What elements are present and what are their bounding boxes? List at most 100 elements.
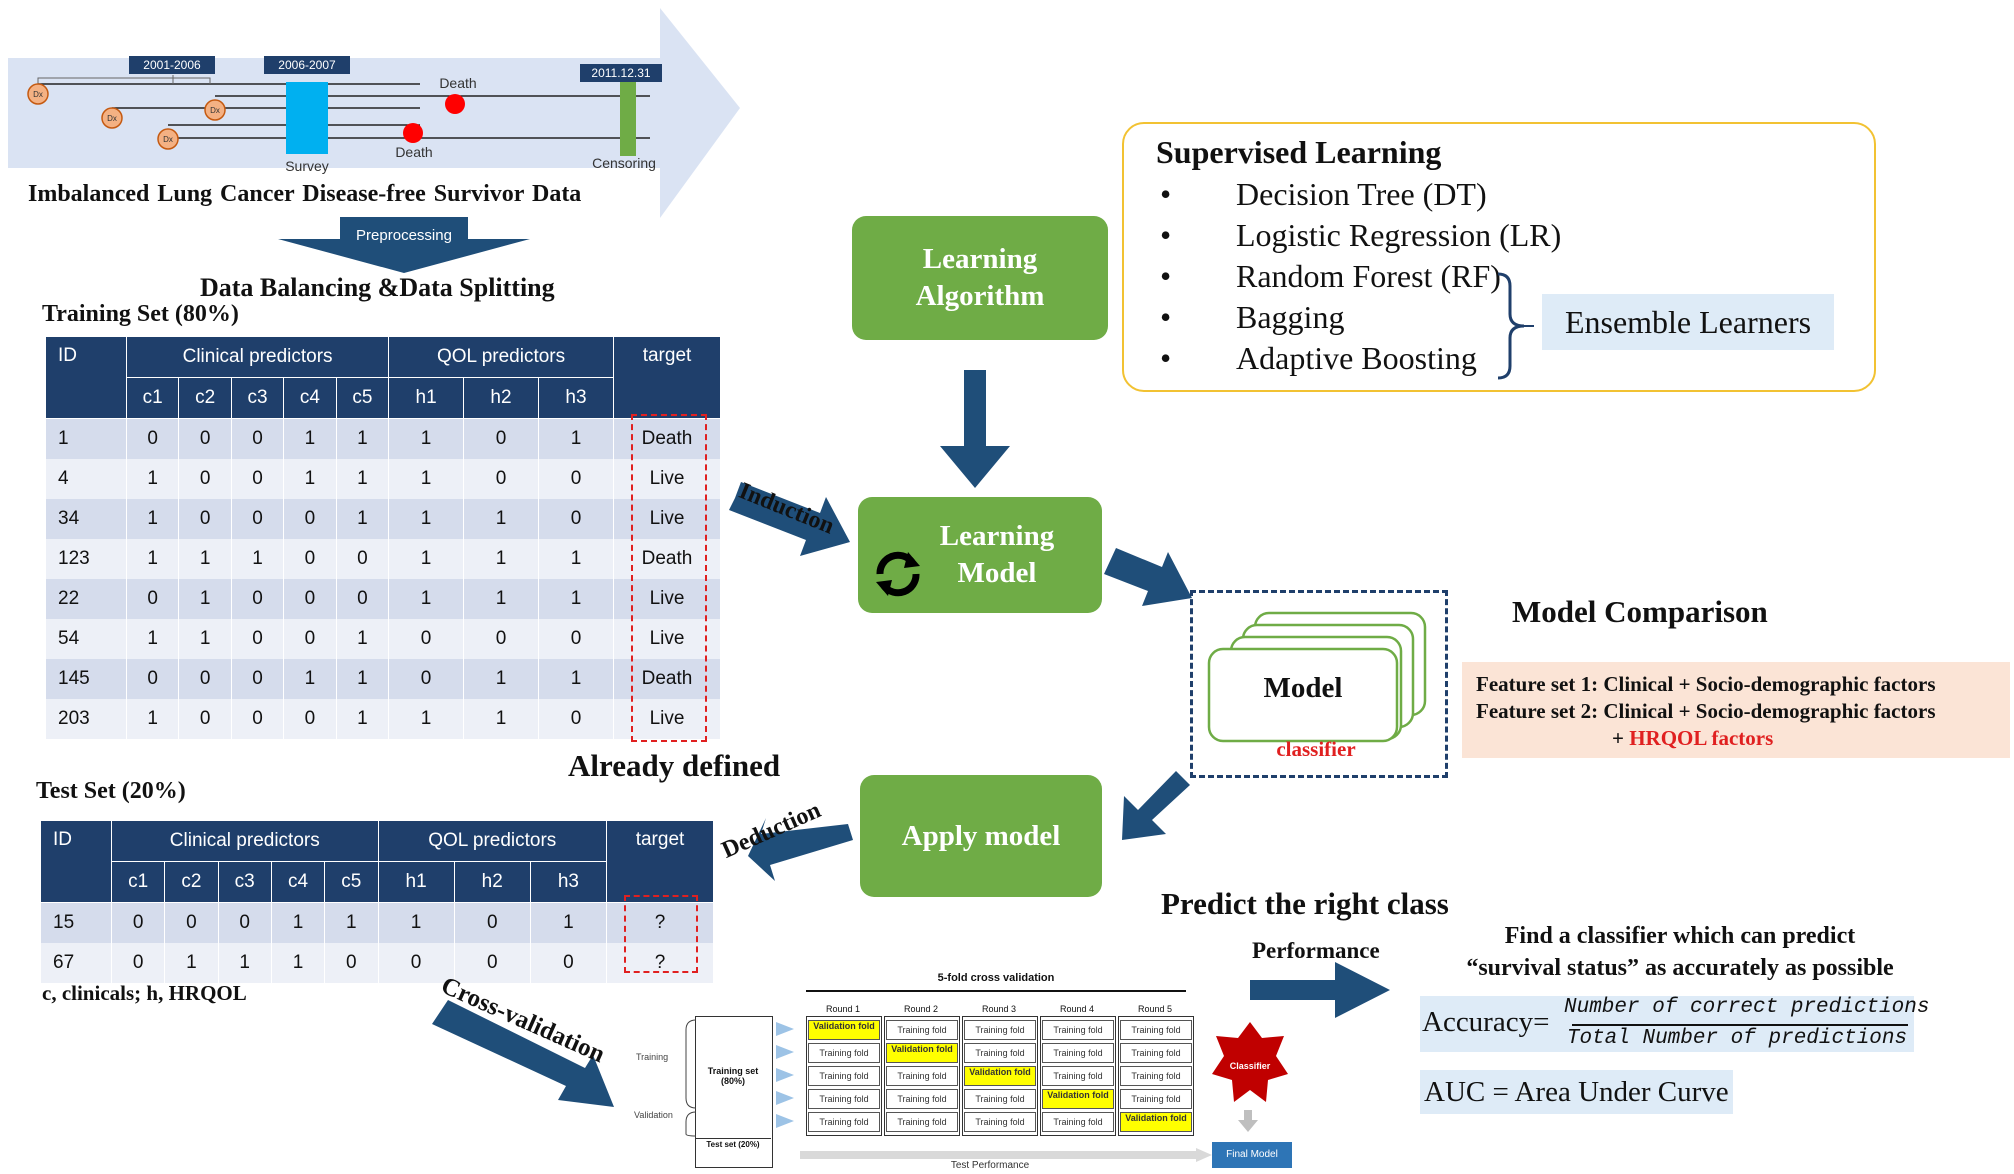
cell-value: 0 xyxy=(388,619,465,659)
subheader-c3: c3 xyxy=(230,377,285,419)
fold-arrow-icon xyxy=(776,1114,794,1128)
cell-value: 0 xyxy=(537,499,615,539)
timeline-title: Imbalanced Lung Cancer Disease-free Surv… xyxy=(28,181,582,207)
cv-round-label: Round 4 xyxy=(1059,1004,1095,1014)
cell-id: 145 xyxy=(45,659,127,699)
algorithm-item-label: Logistic Regression (LR) xyxy=(1236,217,1562,253)
preprocessing-arrow xyxy=(278,217,530,273)
training-fold: Training fold xyxy=(964,1020,1036,1040)
cell-value: 1 xyxy=(377,902,455,943)
refresh-icon xyxy=(876,551,920,597)
cv-title-rule xyxy=(806,990,1186,992)
training-fold: Training fold xyxy=(808,1066,880,1086)
classifier-to-apply-arrow xyxy=(1122,771,1190,840)
cell-value: 1 xyxy=(164,943,219,983)
cell-value: 1 xyxy=(270,943,326,983)
validation-fold: Validation fold xyxy=(808,1020,880,1040)
supervised-title: Supervised Learning xyxy=(1156,134,1442,170)
cell-id: 203 xyxy=(45,699,127,739)
dx-marker xyxy=(101,107,123,129)
cell-value: 0 xyxy=(178,459,232,499)
dx-label: Dx xyxy=(107,114,117,123)
cell-value: 1 xyxy=(463,699,539,739)
training-fold: Training fold xyxy=(964,1089,1036,1109)
cell-value: 0 xyxy=(453,943,531,983)
cell-value: 0 xyxy=(217,902,272,943)
cell-id: 67 xyxy=(40,943,112,983)
target-highlight xyxy=(624,895,698,973)
header-target: target xyxy=(613,336,721,419)
learning-algorithm-line2: Algorithm xyxy=(915,280,1045,312)
apply-model-label: Apply model xyxy=(901,819,1061,852)
apply-model-box: Apply model xyxy=(860,775,1102,897)
cell-id: 1 xyxy=(45,418,127,459)
cv-round-label: Round 5 xyxy=(1137,1004,1173,1014)
cell-value: 0 xyxy=(230,619,285,659)
cell-id: 15 xyxy=(40,902,112,943)
cell-value: 0 xyxy=(463,418,539,459)
subheader-c2: c2 xyxy=(178,377,232,419)
header-clinical: Clinical predictors xyxy=(111,820,379,862)
death-marker-1 xyxy=(445,94,465,114)
cell-value: 1 xyxy=(125,499,180,539)
cv-training-label: Training xyxy=(636,1052,669,1062)
censoring-bar xyxy=(620,82,636,156)
cell-value: 1 xyxy=(463,499,539,539)
feature-sets-box: Feature set 1: Clinical + Socio-demograp… xyxy=(1462,662,2010,758)
find-text-line2: “survival status” as accurately as possi… xyxy=(1466,955,1894,981)
cv-bracket xyxy=(685,1019,697,1137)
cell-value: 1 xyxy=(125,619,180,659)
fraction-bar xyxy=(1572,1024,1908,1026)
cell-value: 0 xyxy=(230,699,285,739)
performance-arrow xyxy=(1250,962,1390,1018)
classifier-label: classifier xyxy=(1276,737,1356,761)
training-fold: Training fold xyxy=(1042,1043,1114,1063)
header-qol: QOL predictors xyxy=(377,820,608,862)
cell-value: 0 xyxy=(537,459,615,499)
cell-value: 0 xyxy=(453,902,531,943)
induction-label: Induction xyxy=(735,478,838,540)
learning-model-line1: Learning xyxy=(939,520,1055,552)
cell-value: 1 xyxy=(537,418,615,459)
period-label-1: 2001-2006 xyxy=(143,58,201,72)
cell-value: 0 xyxy=(529,943,608,983)
cv-title: 5-fold cross validation xyxy=(937,972,1055,984)
cell-value: 0 xyxy=(463,459,539,499)
already-defined-label: Already defined xyxy=(568,748,781,783)
training-fold: Training fold xyxy=(886,1089,958,1109)
deduction-label: Deduction xyxy=(718,797,825,864)
cell-value: 0 xyxy=(110,943,166,983)
cv-round-label: Round 1 xyxy=(825,1004,861,1014)
cell-value: 0 xyxy=(230,579,285,619)
final-model-box: Final Model xyxy=(1212,1142,1292,1168)
cell-value: 1 xyxy=(335,699,390,739)
subheader-c3: c3 xyxy=(217,861,272,903)
cell-value: 0 xyxy=(230,459,285,499)
training-fold: Training fold xyxy=(1120,1066,1192,1086)
accuracy-label: Accuracy= xyxy=(1422,1006,1550,1038)
cell-value: 0 xyxy=(324,943,379,983)
cell-value: 0 xyxy=(230,659,285,699)
dx-marker xyxy=(27,83,49,105)
cv-round-column xyxy=(962,1016,1038,1136)
auc-label: AUC = Area Under Curve xyxy=(1420,1070,1733,1114)
validation-fold: Validation fold xyxy=(1042,1089,1114,1109)
training-fold: Training fold xyxy=(1042,1020,1114,1040)
cell-value: 1 xyxy=(463,659,539,699)
dx-marker xyxy=(157,128,179,150)
cell-value: 0 xyxy=(230,499,285,539)
cell-value: 0 xyxy=(283,699,337,739)
preprocessing-label: Preprocessing xyxy=(356,227,452,244)
find-text-line1: Find a classifier which can predict xyxy=(1504,923,1856,949)
down-arrow-icon xyxy=(1238,1110,1258,1132)
find-classifier-text: Find a classifier which can predict “sur… xyxy=(1420,920,1940,984)
training-fold: Training fold xyxy=(1120,1020,1192,1040)
model-stack xyxy=(1207,611,1427,743)
cell-value: 1 xyxy=(463,579,539,619)
cell-value: 1 xyxy=(283,659,337,699)
cv-round-column xyxy=(884,1016,960,1136)
cell-value: 1 xyxy=(463,539,539,579)
